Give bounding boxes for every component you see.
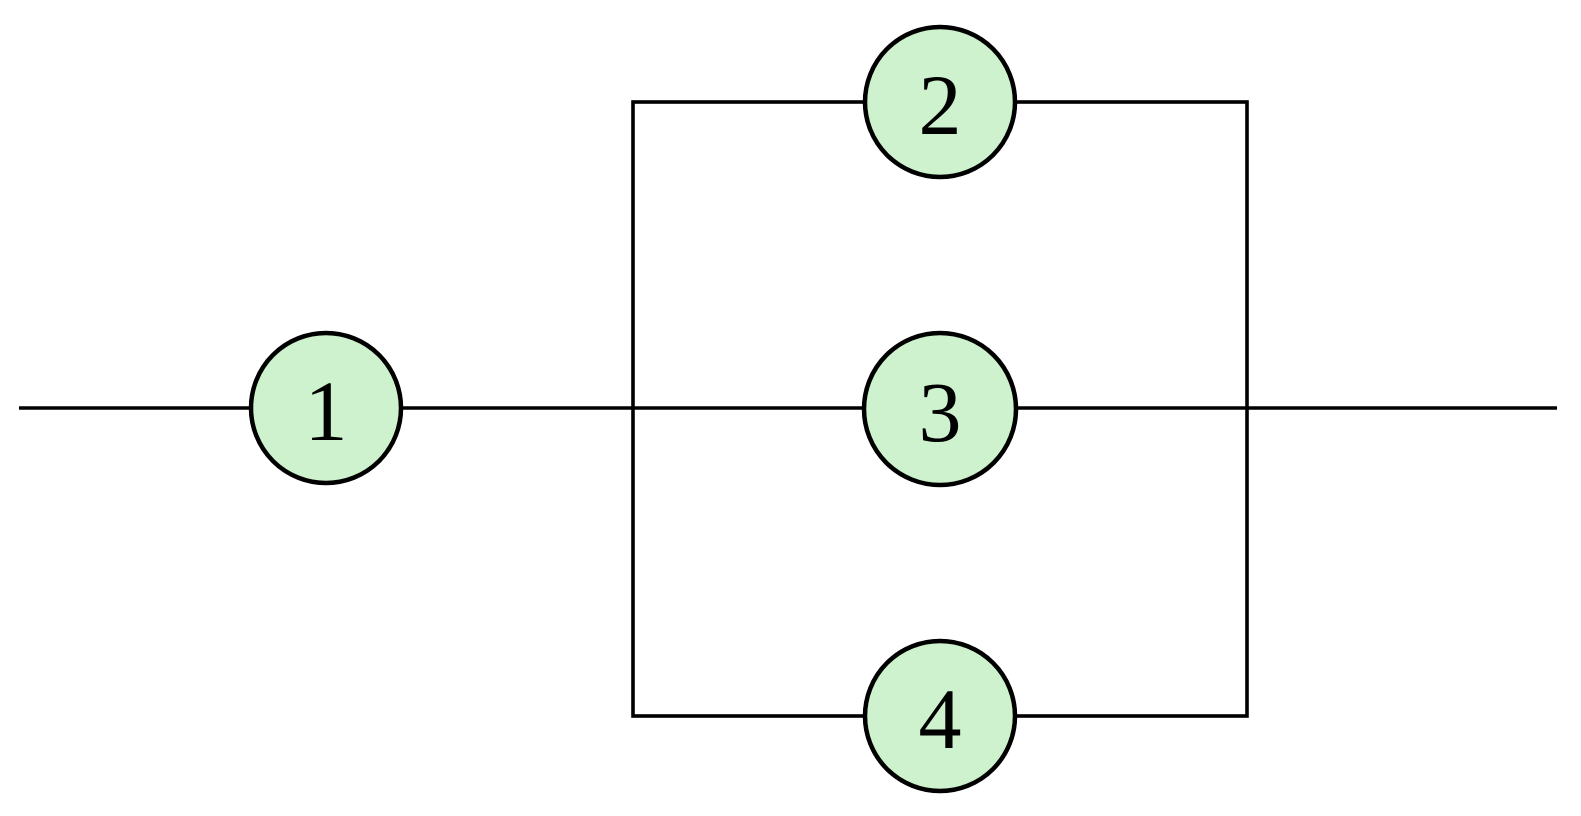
node-1: 1 — [248, 330, 404, 486]
node-1-circle — [248, 330, 404, 486]
node-4-circle — [862, 638, 1018, 794]
node-3-circle — [861, 330, 1019, 488]
node-4-label: 4 — [919, 671, 962, 767]
node-3: 3 — [861, 330, 1019, 488]
node-2: 2 — [862, 24, 1018, 180]
node-4: 4 — [862, 638, 1018, 794]
node-2-label: 2 — [919, 57, 962, 153]
node-1-label: 1 — [305, 363, 348, 459]
node-2-circle — [862, 24, 1018, 180]
node-3-label: 3 — [919, 364, 962, 460]
node-group: 1 2 3 4 — [248, 24, 1019, 794]
